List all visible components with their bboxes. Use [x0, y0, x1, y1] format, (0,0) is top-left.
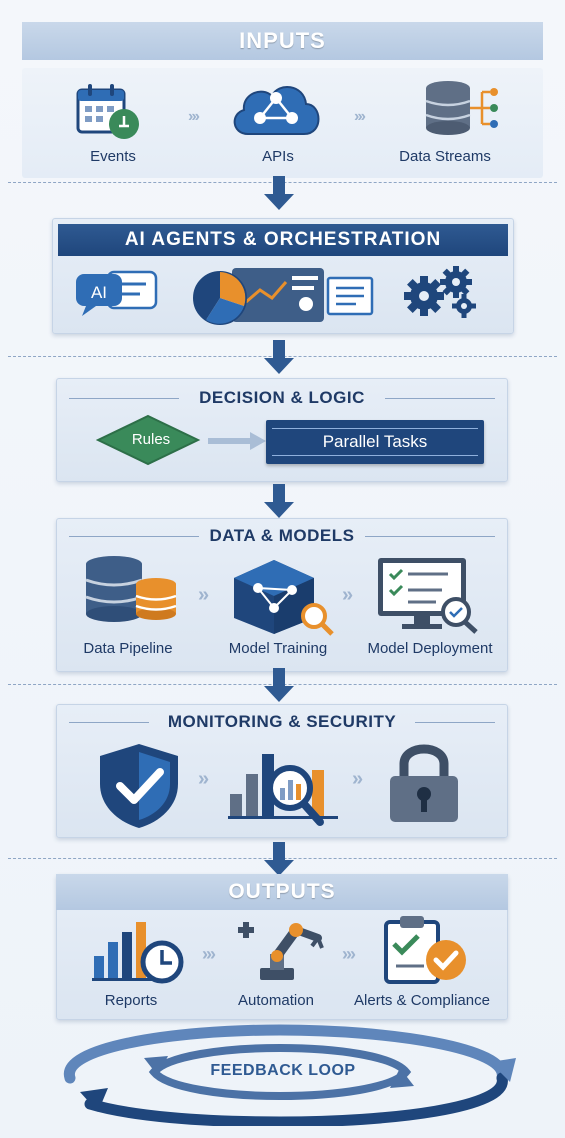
arrow-down-icon — [264, 340, 294, 374]
outputs-title: OUTPUTS — [228, 880, 336, 903]
model-cube-icon — [234, 560, 334, 636]
lock-icon — [390, 744, 458, 822]
title-rule — [69, 398, 179, 399]
chevron-right-icon: ››› — [342, 944, 356, 964]
arrow-down-icon — [264, 484, 294, 518]
title-rule — [365, 536, 495, 537]
monitoring-title: MONITORING & SECURITY — [167, 712, 397, 731]
title-rule — [69, 722, 149, 723]
chevron-right-icon: » — [342, 584, 353, 606]
chat-ai-text: AI — [91, 283, 107, 302]
input-label-data-streams: Data Streams — [399, 148, 491, 165]
monitor-check-icon — [378, 558, 478, 634]
calendar-icon — [76, 84, 139, 139]
alerts-compliance-label: Alerts & Compliance — [354, 992, 490, 1009]
database-icon — [425, 81, 498, 135]
robot-arm-icon — [238, 922, 324, 980]
database-stack-icon — [85, 556, 177, 622]
chevron-right-icon: ››› — [354, 108, 366, 125]
task-line — [272, 455, 478, 456]
analytics-magnifier-icon — [228, 754, 338, 826]
arrow-down-icon — [264, 668, 294, 702]
shield-check-icon — [100, 744, 178, 828]
parallel-tasks-box: Parallel Tasks — [266, 420, 484, 464]
data-pipeline-label: Data Pipeline — [83, 640, 173, 657]
data-models-title: DATA & MODELS — [209, 526, 355, 545]
dashboard-icon — [193, 268, 374, 325]
reports-label: Reports — [104, 992, 158, 1009]
gears-icon — [404, 266, 476, 318]
feedback-loop-label: FEEDBACK LOOP — [210, 1062, 356, 1079]
title-rule — [415, 722, 495, 723]
chevron-right-icon: ››› — [188, 108, 200, 125]
outputs-banner: OUTPUTS — [56, 874, 508, 910]
arrow-right-icon — [208, 432, 266, 450]
clipboard-check-icon — [384, 916, 466, 984]
automation-label: Automation — [238, 992, 314, 1009]
chevron-right-icon: » — [352, 768, 363, 790]
cloud-network-icon — [233, 86, 320, 135]
chevron-right-icon: ››› — [202, 944, 216, 964]
title-rule — [385, 398, 495, 399]
chevron-right-icon: » — [198, 768, 209, 790]
model-training-label: Model Training — [228, 640, 328, 657]
arrow-down-icon — [264, 842, 294, 876]
orchestration-banner: AI AGENTS & ORCHESTRATION — [58, 224, 508, 256]
reports-chart-icon — [92, 922, 184, 984]
input-label-apis: APIs — [262, 148, 294, 165]
chevron-right-icon: » — [198, 584, 209, 606]
rules-diamond-icon — [96, 414, 201, 466]
inputs-banner: INPUTS — [22, 22, 543, 60]
title-rule — [69, 536, 199, 537]
decision-title: DECISION & LOGIC — [199, 388, 365, 407]
task-line — [272, 428, 478, 429]
arrow-down-icon — [264, 176, 294, 210]
chat-bubble-icon: AI — [76, 270, 158, 316]
input-label-events: Events — [90, 148, 136, 165]
feedback-loop-arrows-icon — [64, 1024, 516, 1126]
orchestration-title: AI AGENTS & ORCHESTRATION — [124, 229, 442, 250]
model-deployment-label: Model Deployment — [367, 640, 493, 657]
parallel-tasks-label: Parallel Tasks — [322, 432, 428, 451]
rules-label: Rules — [131, 431, 171, 448]
inputs-title: INPUTS — [239, 28, 326, 53]
